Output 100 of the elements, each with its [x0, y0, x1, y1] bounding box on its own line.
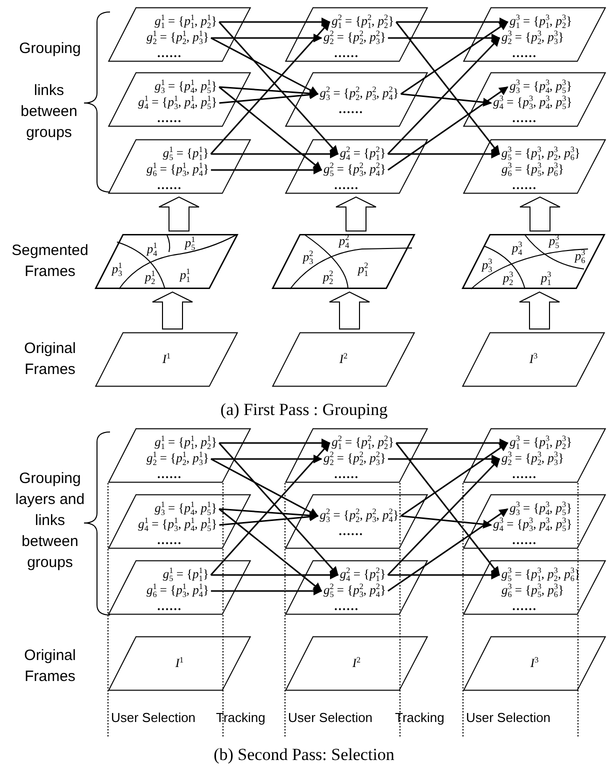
stage-label: User Selection: [466, 709, 551, 727]
group-formula: g$_{4}$$^{2}$ = {p$_{1}$$^{2}$}: [340, 568, 386, 582]
link-arrow: [400, 442, 508, 517]
ellipsis-dots: ......: [334, 179, 359, 193]
row-label: Original Frames: [23, 646, 77, 687]
link-arrow: [218, 508, 322, 592]
layer-parallelogram: [285, 7, 428, 62]
ellipsis-dots: ......: [157, 534, 182, 548]
ellipsis-dots: ......: [512, 112, 537, 126]
link-arrow: [219, 86, 319, 98]
caption: (b) Second Pass: Selection: [212, 744, 396, 766]
group-formula: g$_{6}$$^{3}$ = {p$_{5}$$^{3}$, p$_{6}$$^{3}$}: [501, 163, 564, 177]
group-formula: g$_{1}$$^{2}$ = {p$_{1}$$^{2}$, p$_{2}$$^{2}$}: [332, 15, 394, 29]
link-arrow: [219, 18, 330, 26]
link-arrow: [388, 150, 500, 158]
layer-parallelogram: [108, 7, 251, 62]
ellipsis-dots: ......: [512, 179, 537, 193]
link-arrow: [400, 93, 492, 107]
layer-parallelogram: [285, 428, 428, 483]
frame-label: I$^{1}$: [175, 656, 184, 670]
link-arrow: [210, 150, 339, 158]
block-arrow: [520, 196, 560, 232]
ellipsis-dots: ......: [157, 468, 182, 482]
group-formula: g$_{1}$$^{1}$ = {p$_{1}$$^{1}$, p$_{2}$$^{1}$}: [154, 436, 218, 450]
frame-parallelogram: [462, 332, 605, 387]
link-arrow: [210, 458, 319, 517]
link-arrow: [400, 515, 492, 529]
stage-label: Tracking: [216, 709, 266, 727]
frame-parallelogram: [108, 636, 251, 691]
link-arrow: [210, 586, 322, 596]
ellipsis-dots: ......: [334, 47, 359, 61]
group-formula: g$_{4}$$^{1}$ = {p$_{3}$$^{1}$, p$_{4}$$^{1}$, p$_{5}$$^{1}$}: [138, 96, 218, 110]
ellipsis-dots: ......: [157, 179, 182, 193]
ellipsis-dots: ......: [157, 600, 182, 614]
stage-label: Tracking: [395, 709, 444, 727]
group-formula: g$_{1}$$^{3}$ = {p$_{1}$$^{3}$, p$_{2}$$^{3}$}: [510, 436, 572, 450]
link-arrow: [396, 22, 500, 155]
layer-parallelogram: [463, 428, 606, 483]
ellipsis-dots: ......: [512, 600, 537, 614]
layer-parallelogram: [463, 139, 606, 194]
link-arrow: [400, 21, 508, 95]
segmented-frame: [95, 234, 238, 289]
block-arrow: [336, 196, 376, 232]
ellipsis-dots: ......: [157, 47, 182, 61]
layer-parallelogram: [285, 494, 428, 549]
link-arrow: [396, 18, 508, 26]
group-formula: g$_{2}$$^{2}$ = {p$_{2}$$^{2}$, p$_{3}$$^{2}$}: [323, 452, 386, 466]
link-arrow: [388, 570, 500, 580]
group-formula: g$_{5}$$^{2}$ = {p$_{3}$$^{2}$, p$_{4}$$^{2}$}: [323, 163, 386, 177]
frame-label: I$^{2}$: [339, 352, 348, 366]
ellipsis-dots: ......: [338, 525, 364, 539]
link-arrow: [387, 37, 500, 155]
frame-label: I$^{3}$: [529, 352, 538, 366]
link-arrow: [219, 512, 319, 526]
group-formula: g$_{3}$$^{3}$ = {p$_{4}$$^{3}$, p$_{5}$$^{3}$}: [510, 502, 572, 516]
row-label: Grouping layers and links between groups: [14, 469, 86, 573]
link-arrow: [219, 90, 319, 104]
group-formula: g$_{4}$$^{3}$ = {p$_{3}$$^{3}$, p$_{4}$$^{3}$, p$_{5}$$^{3}$}: [493, 518, 572, 532]
ellipsis-dots: ......: [334, 600, 359, 614]
group-formula: g$_{6}$$^{1}$ = {p$_{3}$$^{1}$, p$_{4}$$^{1}$}: [146, 584, 209, 598]
link-arrow: [388, 508, 508, 592]
link-arrow: [210, 34, 322, 42]
stage-label: User Selection: [288, 709, 373, 727]
group-formula: g$_{5}$$^{1}$ = {p$_{1}$$^{1}$}: [162, 568, 209, 582]
group-formula: g$_{4}$$^{1}$ = {p$_{3}$$^{1}$, p$_{4}$$^{1}$, p$_{5}$$^{1}$}: [138, 518, 218, 532]
ellipsis-dots: ......: [512, 47, 537, 61]
group-formula: g$_{1}$$^{3}$ = {p$_{1}$$^{3}$, p$_{2}$$^{3}$}: [510, 15, 572, 29]
layer-parallelogram: [108, 494, 251, 549]
layer-parallelogram: [285, 72, 428, 127]
group-formula: g$_{3}$$^{1}$ = {p$_{4}$$^{1}$, p$_{5}$$^{1}$}: [154, 80, 218, 94]
link-arrow: [387, 458, 500, 576]
group-formula: g$_{6}$$^{3}$ = {p$_{5}$$^{3}$, p$_{6}$$^{3}$}: [501, 584, 564, 598]
link-arrow: [218, 86, 322, 171]
layer-parallelogram: [463, 560, 606, 615]
caption: (a) First Pass : Grouping: [219, 399, 389, 421]
group-formula: g$_{2}$$^{2}$ = {p$_{2}$$^{2}$, p$_{3}$$^{2}$}: [323, 31, 386, 45]
layer-parallelogram: [463, 72, 606, 127]
frame-parallelogram: [285, 636, 428, 691]
layer-parallelogram: [463, 494, 606, 549]
group-formula: g$_{3}$$^{2}$ = {p$_{2}$$^{2}$, p$_{3}$$^{2}$, p$_{4}$$^{2}$}: [320, 509, 399, 523]
frame-label: I$^{2}$: [352, 656, 361, 670]
frame-parallelogram: [95, 332, 238, 387]
group-formula: g$_{1}$$^{1}$ = {p$_{1}$$^{1}$, p$_{2}$$^{1}$}: [154, 15, 218, 29]
link-arrow: [210, 454, 322, 464]
link-arrow: [388, 34, 500, 42]
link-arrow: [210, 166, 322, 174]
group-formula: g$_{2}$$^{1}$ = {p$_{2}$$^{1}$, p$_{3}$$^{1}$}: [146, 452, 209, 466]
layer-parallelogram: [108, 428, 251, 483]
link-arrow: [396, 438, 508, 448]
row-label: links between groups: [20, 81, 78, 143]
frame-parallelogram: [463, 636, 606, 691]
block-arrow: [152, 291, 193, 330]
frame-label: I$^{1}$: [162, 352, 171, 366]
stage-label: User Selection: [111, 709, 196, 727]
ellipsis-dots: ......: [338, 103, 364, 117]
group-formula: g$_{3}$$^{1}$ = {p$_{4}$$^{1}$, p$_{5}$$^{1}$}: [154, 502, 218, 516]
ellipsis-dots: ......: [512, 534, 537, 548]
group-formula: g$_{4}$$^{3}$ = {p$_{3}$$^{3}$, p$_{4}$$^{3}$, p$_{5}$$^{3}$}: [493, 96, 572, 110]
ellipsis-dots: ......: [334, 468, 359, 482]
layer-parallelogram: [108, 139, 251, 194]
